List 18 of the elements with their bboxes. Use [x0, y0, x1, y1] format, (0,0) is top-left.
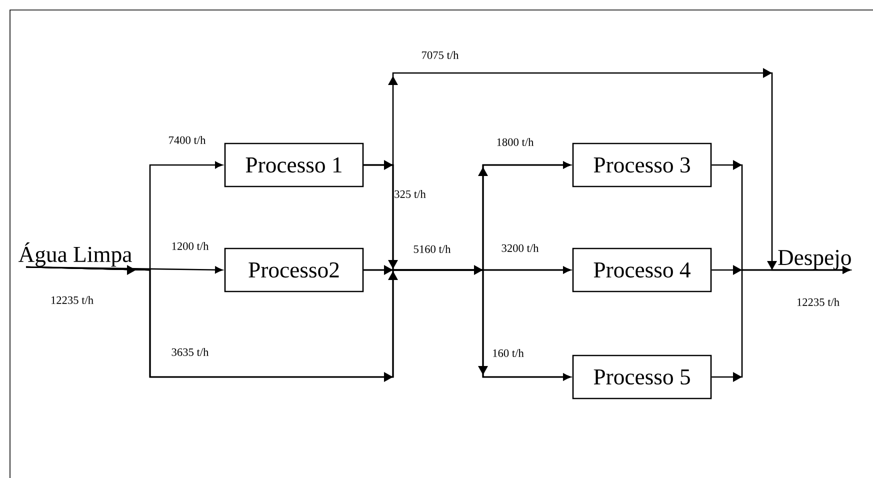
flow-rate: 5160 t/h: [414, 245, 451, 253]
process-box: Processo 3: [572, 142, 712, 188]
process-box: Processo 5: [572, 354, 712, 400]
flow-rate: 3635 t/h: [172, 348, 209, 356]
process-box: Processo 4: [572, 248, 712, 292]
process-box: Processo2: [224, 248, 364, 292]
flow-rate: 1800 t/h: [497, 138, 534, 146]
sink-label: Despejo: [778, 250, 851, 270]
flow-rate: 12235 t/h: [51, 296, 94, 304]
process-box: Processo 1: [224, 142, 364, 188]
flow-rate: 12235 t/h: [797, 298, 840, 306]
flow-rate: 7400 t/h: [169, 136, 206, 144]
flow-rate: 160 t/h: [493, 349, 524, 357]
flow-rate: 1200 t/h: [172, 242, 209, 250]
source-label: Água Limpa: [18, 242, 132, 267]
flow-rate: 7075 t/h: [422, 51, 459, 59]
flow-rate: 325 t/h: [394, 190, 426, 198]
flow-rate: 3200 t/h: [502, 244, 539, 252]
